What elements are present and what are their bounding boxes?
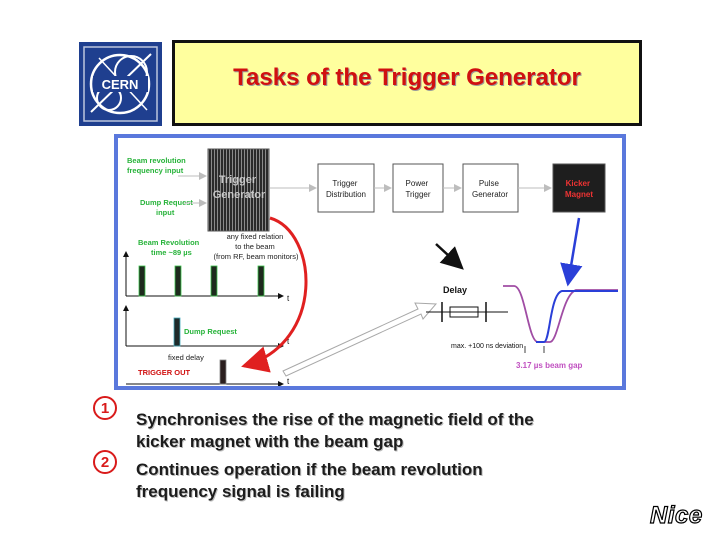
trigger-distribution-label: Trigger Distribution (326, 179, 366, 199)
delay-hollow-arrow (282, 302, 438, 377)
time-axis-3-label: t (287, 377, 290, 386)
pulse-generator-label: Pulse Generator (472, 179, 508, 199)
cern-logo-graphic: CERN (79, 42, 162, 126)
trigger-out-pulse (219, 359, 227, 385)
kicker-magnet-label: Kicker Magnet (565, 179, 593, 199)
beam-revolution-pulse (210, 265, 218, 297)
fixed-relation-note: any fixed relation to the beam (from RF,… (213, 232, 299, 261)
bullet-2-line-2: frequency signal is failing (136, 482, 345, 501)
beam-revolution-pulse (138, 265, 146, 297)
trigger-generator-label: Trigger Generator (213, 174, 266, 201)
time-axis-2-label: t (287, 337, 290, 346)
trigger-generator-block (207, 148, 270, 232)
fixed-delay-label: fixed delay (168, 353, 204, 362)
bullet-2-text: Continues operation if the beam revoluti… (136, 459, 636, 503)
trigger-out-label: TRIGGER OUT (138, 368, 191, 377)
time-axis-1-label: t (287, 294, 290, 303)
bullet-number-2: 2 (93, 450, 117, 474)
bullet-2-line-1: Continues operation if the beam revoluti… (136, 460, 483, 479)
beam-current-curve (503, 285, 618, 343)
bullet-number-1: 1 (93, 396, 117, 420)
beam-revolution-time-label: Beam Revolution time ~89 µs (138, 238, 201, 257)
trigger-diagram: Beam revolution frequency input Dump Req… (123, 148, 618, 386)
slide-title: Tasks of the Trigger Generator (233, 64, 581, 91)
cern-logo-text: CERN (102, 77, 139, 92)
delay-input-arrow (435, 243, 464, 270)
beam-gap-label: 3.17 µs beam gap (516, 361, 583, 370)
title-box: Tasks of the Trigger Generator (172, 40, 642, 126)
trigger-feedback-arrow (241, 216, 308, 373)
beam-revolution-pulse (257, 265, 265, 297)
bullet-1-text: Synchronises the rise of the magnetic fi… (136, 409, 636, 453)
beam-revolution-pulse (174, 265, 182, 297)
bullet-1-line-1: Synchronises the rise of the magnetic fi… (136, 410, 534, 429)
cern-logo: CERN (79, 42, 162, 126)
diagram-frame: Beam revolution frequency input Dump Req… (114, 134, 626, 390)
kicker-magnet-block (552, 163, 606, 213)
deviation-label: max. +100 ns deviation (451, 343, 523, 350)
trigger-distribution-block (317, 163, 375, 213)
dump-request-input-label: Dump Request input (140, 198, 195, 217)
power-trigger-block (392, 163, 444, 213)
pulse-generator-block (462, 163, 519, 213)
power-trigger-label: Power Trigger (405, 179, 430, 199)
kicker-field-curve (536, 290, 618, 343)
bullet-1-line-2: kicker magnet with the beam gap (136, 432, 404, 451)
dump-request-label: Dump Request (184, 327, 237, 336)
kicker-output-arrow (560, 217, 583, 287)
delay-label: Delay (443, 285, 467, 295)
beam-revolution-input-label: Beam revolution frequency input (127, 156, 188, 175)
dump-request-pulse (173, 317, 181, 347)
nice-logo: Nice (649, 501, 703, 529)
